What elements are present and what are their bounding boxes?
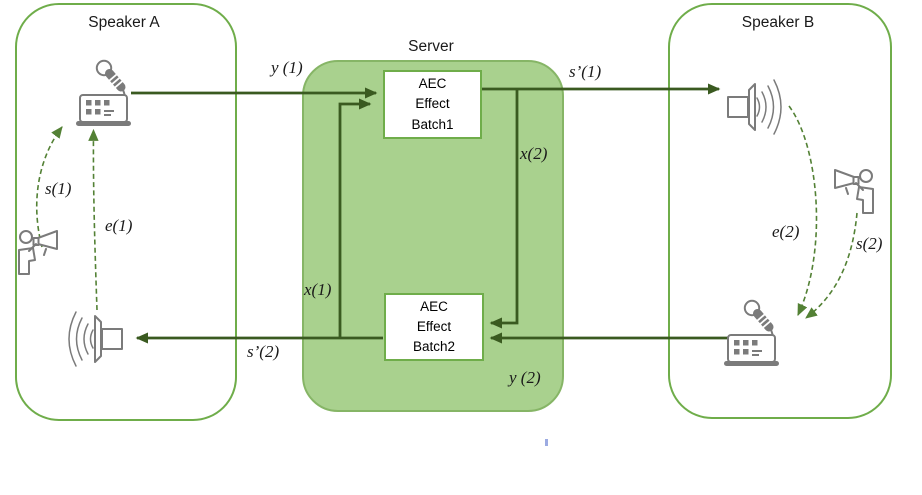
signal-label-s2-prime: s’(2) xyxy=(247,342,280,361)
speaker-b-title: Speaker B xyxy=(741,14,815,31)
speaker-a-box xyxy=(15,3,237,421)
signal-label-x1: x(1) xyxy=(304,280,332,299)
signal-label-s2: s(2) xyxy=(856,234,883,253)
aec-batch2-line2: Effect xyxy=(416,318,452,334)
aec-batch1-line2: Effect xyxy=(415,96,450,112)
microphone-recorder-icon xyxy=(76,59,131,126)
speaker-a-title: Speaker A xyxy=(88,14,160,31)
loudspeaker-icon xyxy=(727,79,782,135)
person-megaphone-icon xyxy=(834,169,874,214)
signal-label-s1: s(1) xyxy=(45,179,72,198)
signal-label-y1: y (1) xyxy=(271,58,303,77)
signal-label-y2: y (2) xyxy=(509,368,541,387)
person-megaphone-icon xyxy=(18,230,58,275)
loudspeaker-icon xyxy=(68,311,123,367)
signal-label-x2: x(2) xyxy=(520,144,548,163)
aec-batch2-box: AEC Effect Batch2 xyxy=(384,293,484,361)
signal-label-e2: e(2) xyxy=(772,222,800,241)
server-title: Server xyxy=(408,38,454,55)
signal-label-s1-prime: s’(1) xyxy=(569,62,602,81)
x2-arrow xyxy=(489,89,519,329)
signal-label-e1: e(1) xyxy=(105,216,133,235)
aec-batch2-line3: Batch2 xyxy=(412,339,456,355)
aec-batch1-line1: AEC xyxy=(418,76,447,92)
aec-batch1-box: AEC Effect Batch1 xyxy=(383,70,482,139)
microphone-recorder-icon xyxy=(724,299,779,366)
aec-batch2-line1: AEC xyxy=(420,298,448,314)
e1-dashed-arrow xyxy=(88,128,99,311)
stray-cursor-mark xyxy=(545,439,548,446)
x1-arrow xyxy=(338,98,372,338)
e2-dashed-arrow xyxy=(788,105,818,317)
speaker-b-box xyxy=(668,3,892,419)
aec-batch1-line3: Batch1 xyxy=(411,116,454,132)
s2-dashed-arrow xyxy=(805,212,858,319)
